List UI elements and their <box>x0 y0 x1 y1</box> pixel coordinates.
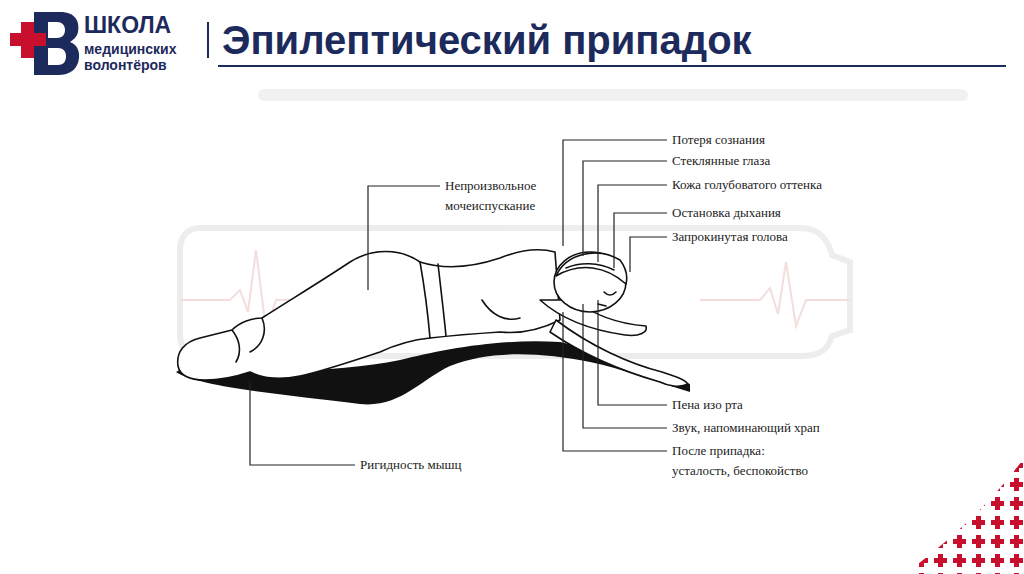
callout-label: Непроизвольное мочеиспускание <box>445 176 575 216</box>
callout-label: Запрокинутая голова <box>672 227 788 247</box>
leader-lines <box>250 140 667 465</box>
callout-label: После припадка: усталость, беспокойство <box>672 441 822 481</box>
logo-text: ШКОЛА <box>84 14 171 37</box>
callout-label: Остановка дыхания <box>672 203 781 223</box>
separator <box>207 22 209 58</box>
slide-title: Эпилептический припадок <box>222 20 752 60</box>
logo-mark <box>10 12 79 75</box>
logo-text: медицинских <box>84 42 177 56</box>
patient-figure <box>176 250 690 404</box>
title-rule <box>218 65 1006 67</box>
shadow-bar <box>258 89 968 101</box>
callout-label: Стеклянные глаза <box>672 151 770 171</box>
callout-label: Кожа голубоватого оттенка <box>672 175 822 195</box>
callout-label: Потеря сознания <box>672 130 765 150</box>
callout-label: Звук, напоминающий храп <box>672 418 820 438</box>
cross-pattern <box>905 458 1024 574</box>
callout-label: Ригидность мышц <box>360 455 461 475</box>
callout-label: Пена изо рта <box>672 395 743 415</box>
logo-text: волонтёров <box>84 58 167 72</box>
